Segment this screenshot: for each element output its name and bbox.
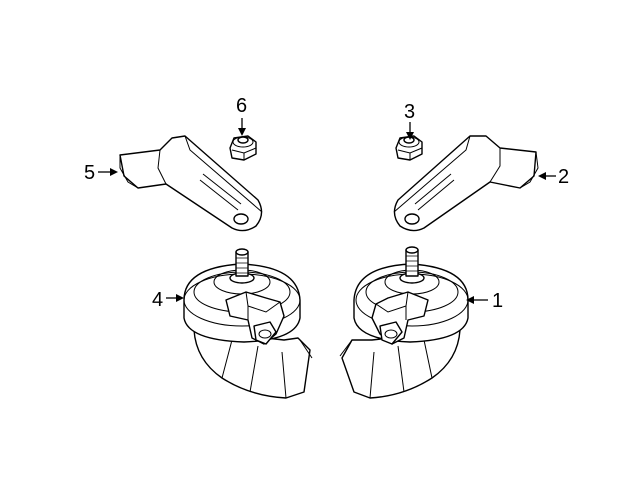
right-horn	[339, 246, 469, 399]
callout-leader-6	[238, 118, 246, 136]
callout-number-5: 5	[84, 162, 95, 184]
callout-leader-3	[406, 122, 414, 140]
callout-number-6: 6	[236, 95, 247, 117]
left-flange-nut	[229, 135, 257, 161]
left-horn-bracket	[119, 135, 263, 232]
callout-leader-5	[98, 168, 118, 176]
left-horn	[183, 248, 313, 399]
callout-number-2: 2	[558, 166, 569, 188]
callout-number-4: 4	[152, 289, 163, 311]
callout-leader-4	[166, 294, 184, 302]
callout-leader-1	[466, 296, 488, 304]
callout-number-1: 1	[492, 290, 503, 312]
callout-number-3: 3	[404, 101, 415, 123]
right-flange-nut	[395, 135, 423, 161]
right-horn-bracket	[393, 135, 539, 232]
callout-leader-2	[538, 172, 556, 180]
